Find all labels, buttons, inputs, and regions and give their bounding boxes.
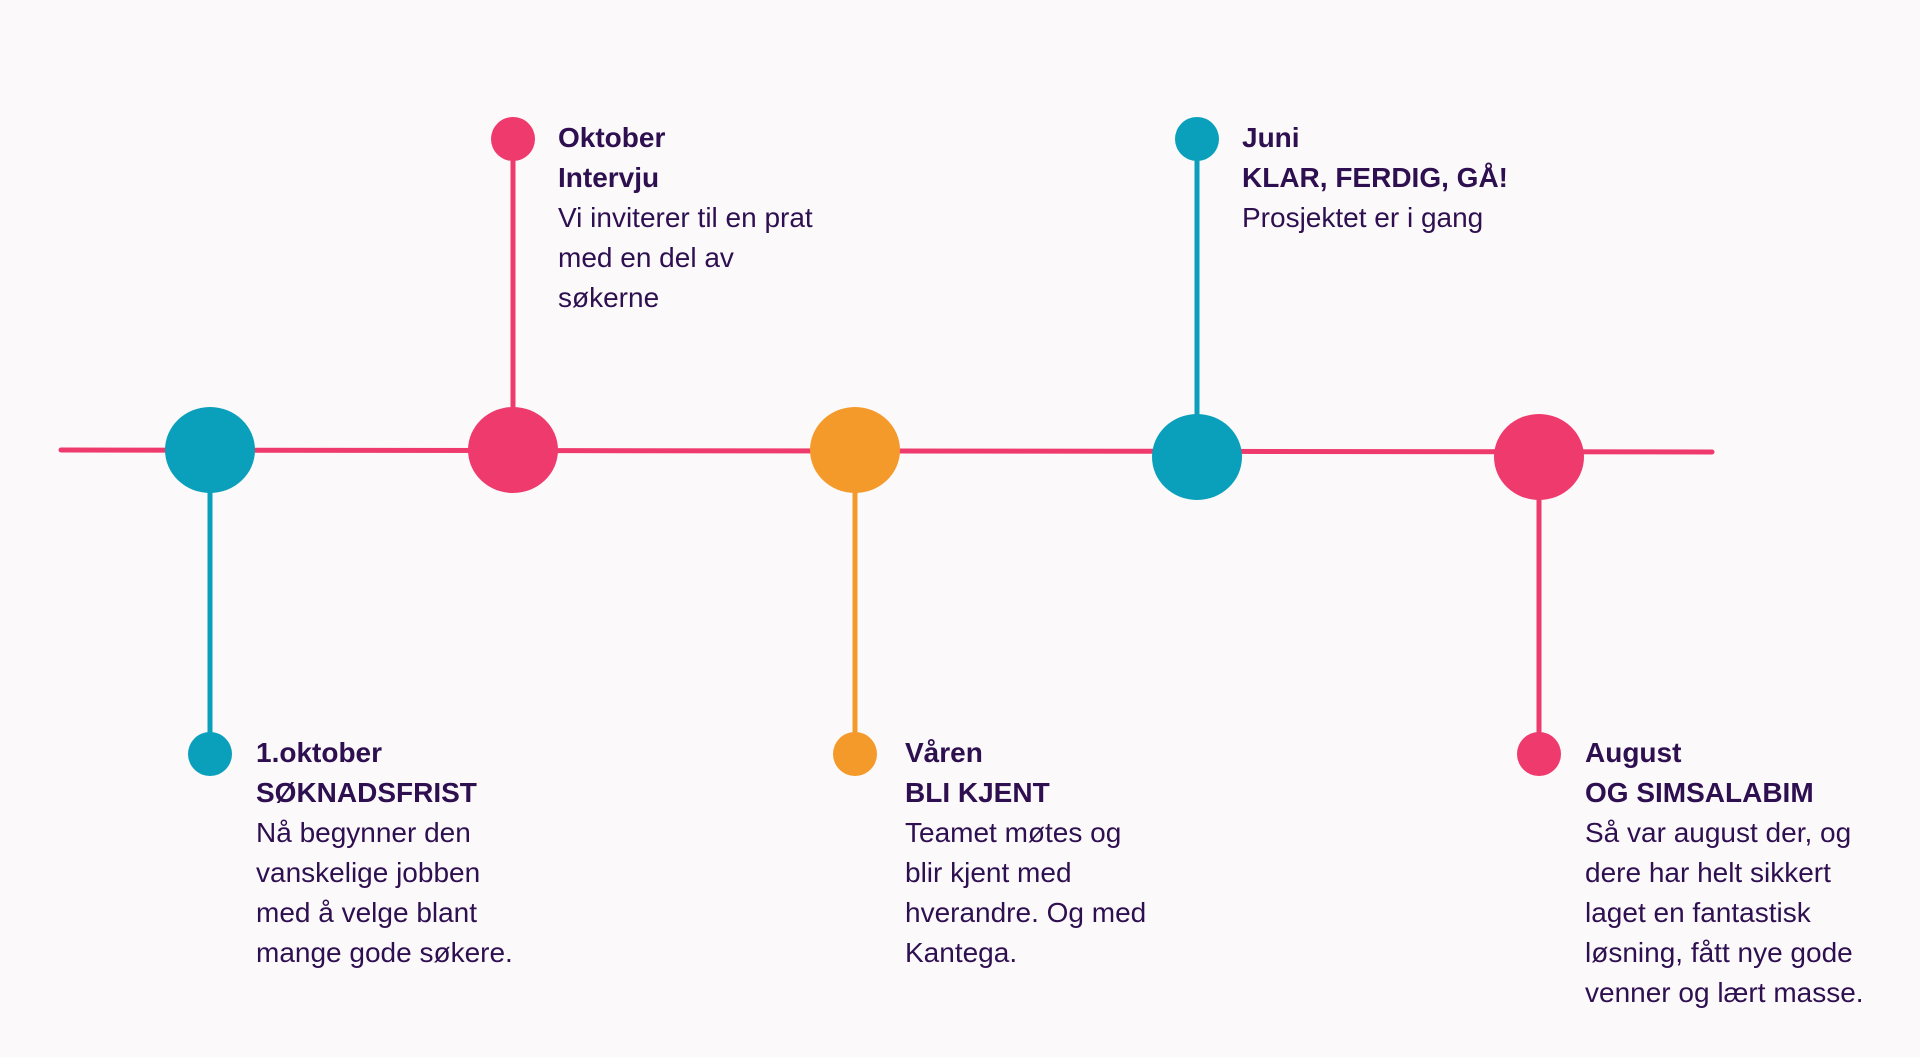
timeline-end-dot [188, 732, 232, 776]
event-heading: OG SIMSALABIM [1585, 777, 1814, 808]
event-date: 1.oktober [256, 737, 383, 768]
event-description: Nå begynner den vanskelige jobben med å ve… [256, 813, 513, 973]
timeline-milestone-dot [810, 407, 900, 493]
timeline-milestone-dot [165, 407, 255, 493]
event-description-line: Prosjektet er i gang [1242, 202, 1484, 233]
event-description-line: søkerne [558, 282, 660, 313]
timeline-end-dot [491, 117, 535, 161]
event-description-line: med å velge blant [256, 897, 478, 928]
event-description-line: mange gode søkere. [256, 937, 513, 968]
event-description-line: med en del av [558, 242, 734, 273]
event-description-line: venner og lært masse. [1585, 977, 1864, 1008]
event-description-line: blir kjent med [905, 857, 1072, 888]
event-description: Teamet møtes og blir kjent med hverandre. … [905, 813, 1146, 973]
timeline-milestone-dot [1152, 414, 1242, 500]
event-description-line: Kantega. [905, 937, 1018, 968]
timeline-end-dot [1175, 117, 1219, 161]
event-description-line: dere har helt sikkert [1585, 857, 1831, 888]
event-description: Vi inviterer til en prat med en del av søk… [558, 198, 813, 318]
event-description-line: hverandre. Og med [905, 897, 1147, 928]
timeline-milestone-dot [1494, 414, 1584, 500]
event-description-line: Nå begynner den [256, 817, 471, 848]
event-date: August [1585, 737, 1682, 768]
timeline-end-dot [833, 732, 877, 776]
event-date: Juni [1242, 122, 1300, 153]
timeline-event: August OG SIMSALABIM Så var august der, og… [1585, 733, 1864, 1013]
event-description-line: Vi inviterer til en prat [558, 202, 813, 233]
event-heading: Intervju [558, 162, 660, 193]
event-description-line: løsning, fått nye gode [1585, 937, 1853, 968]
event-description-line: laget en fantastisk [1585, 897, 1811, 928]
timeline-milestone-dot [468, 407, 558, 493]
event-date: Våren [905, 737, 983, 768]
timeline-end-dot [1517, 732, 1561, 776]
event-heading: SØKNADSFRIST [256, 777, 477, 808]
event-heading: BLI KJENT [905, 777, 1050, 808]
event-description-line: vanskelige jobben [256, 857, 481, 888]
event-heading: KLAR, FERDIG, GÅ! [1242, 162, 1508, 193]
event-description-line: Teamet møtes og [905, 817, 1122, 848]
event-date: Oktober [558, 122, 666, 153]
event-description-line: Så var august der, og [1585, 817, 1852, 848]
event-description: Så var august der, og dere har helt sikke… [1585, 813, 1864, 1013]
event-description: Prosjektet er i gang [1242, 198, 1508, 238]
